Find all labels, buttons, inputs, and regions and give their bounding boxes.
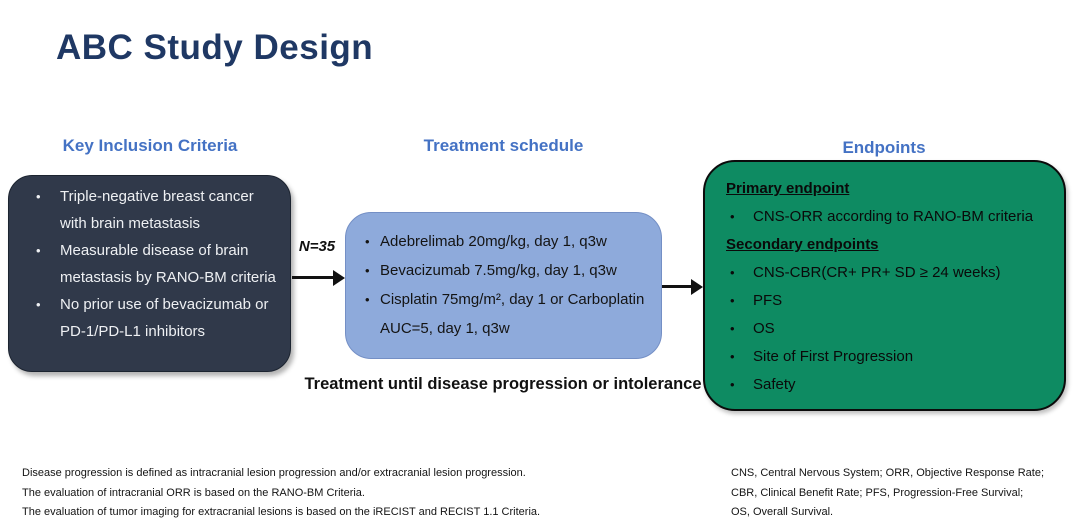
secondary-endpoints-label: Secondary endpoints: [726, 236, 879, 253]
list-item: OS: [726, 315, 1050, 343]
arrowhead-icon: [691, 278, 703, 295]
footnote-line: CBR, Clinical Benefit Rate; PFS, Progres…: [731, 486, 1024, 499]
page-title: ABC Study Design: [56, 28, 374, 67]
treatment-schedule-heading: Treatment schedule: [423, 136, 584, 155]
footnotes-abbreviations: CNS, Central Nervous System; ORR, Object…: [731, 464, 1071, 523]
list-item: Triple-negative breast cancer with brain…: [33, 183, 278, 237]
arrow-treatment-to-endpoints: [662, 285, 691, 288]
list-item: PFS: [726, 287, 1050, 315]
footnote-line: OS, Overall Survival.: [731, 506, 834, 518]
treatment-duration-caption: Treatment until disease progression or i…: [304, 375, 702, 393]
list-item: No prior use of bevacizumab or PD-1/PD-L…: [33, 291, 278, 345]
list-item: Measurable disease of brain metastasis b…: [33, 237, 278, 291]
inclusion-criteria-box: Triple-negative breast cancer with brain…: [8, 175, 291, 372]
endpoints-box: Primary endpoint CNS-ORR according to RA…: [703, 160, 1066, 411]
arrow-inclusion-to-treatment: [292, 276, 333, 279]
footnote-line: The evaluation of intracranial ORR is ba…: [22, 486, 365, 499]
sample-size-label: N=35: [298, 238, 336, 255]
treatment-schedule-box: Adebrelimab 20mg/kg, day 1, q3w Bevacizu…: [345, 212, 662, 359]
footnote-line: Disease progression is defined as intrac…: [22, 467, 526, 479]
footnotes-definitions: Disease progression is defined as intrac…: [22, 464, 642, 523]
list-item: CNS-CBR(CR+ PR+ SD ≥ 24 weeks): [726, 259, 1050, 287]
endpoints-heading: Endpoints: [842, 138, 926, 157]
secondary-endpoints-list: CNS-CBR(CR+ PR+ SD ≥ 24 weeks) PFS OS Si…: [726, 259, 1050, 399]
primary-endpoint-label: Primary endpoint: [726, 180, 850, 197]
list-item: Safety: [726, 371, 1050, 399]
footnote-line: The evaluation of tumor imaging for extr…: [22, 506, 541, 518]
treatment-schedule-list: Adebrelimab 20mg/kg, day 1, q3w Bevacizu…: [365, 227, 649, 343]
list-item: Bevacizumab 7.5mg/kg, day 1, q3w: [365, 256, 649, 285]
footnote-line: CNS, Central Nervous System; ORR, Object…: [731, 467, 1045, 479]
arrowhead-icon: [333, 269, 345, 286]
primary-endpoint-list: CNS-ORR according to RANO-BM criteria: [726, 203, 1050, 231]
inclusion-criteria-list: Triple-negative breast cancer with brain…: [33, 183, 278, 345]
list-item: Adebrelimab 20mg/kg, day 1, q3w: [365, 227, 649, 256]
list-item: Cisplatin 75mg/m², day 1 or Carboplatin …: [365, 285, 649, 343]
list-item: CNS-ORR according to RANO-BM criteria: [726, 203, 1050, 231]
list-item: Site of First Progression: [726, 343, 1050, 371]
inclusion-criteria-heading: Key Inclusion Criteria: [62, 136, 238, 155]
